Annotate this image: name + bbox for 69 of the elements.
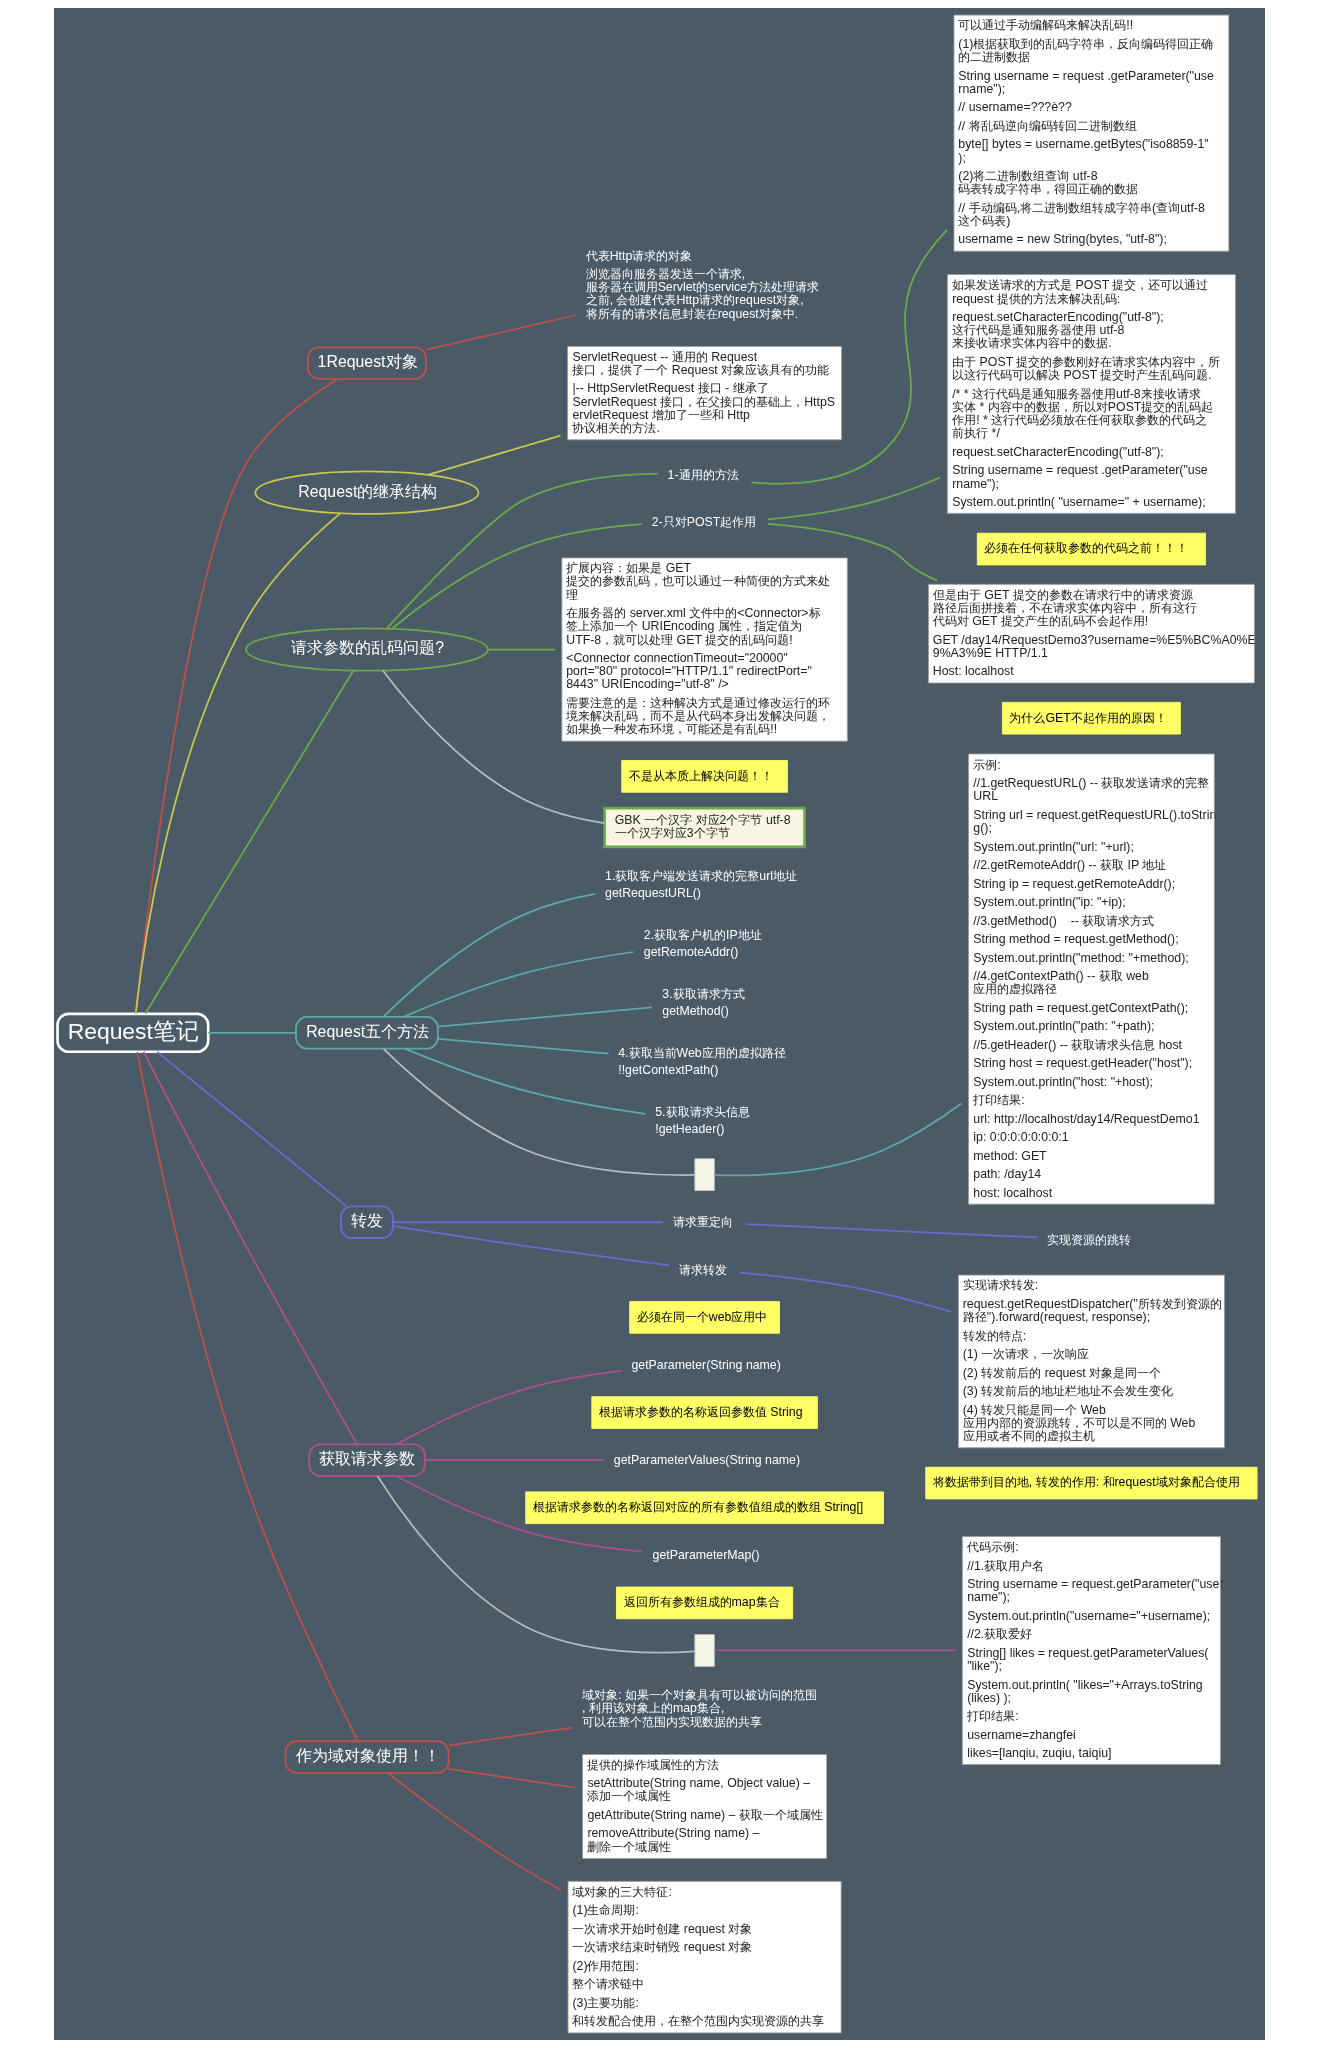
- connector: [376, 1475, 695, 1654]
- connector: [447, 1726, 573, 1747]
- connector: [426, 434, 561, 476]
- node-text: getParameterValues(String name): [613, 1452, 800, 1467]
- node-box: 作为域对象使用！！: [284, 1740, 449, 1774]
- connector: [423, 1459, 605, 1462]
- connector: [391, 1221, 664, 1224]
- connector: [134, 512, 341, 1015]
- connector: [385, 472, 658, 630]
- node-text: 2-只对POST起作用: [651, 515, 756, 530]
- connector: [155, 1051, 347, 1208]
- node-label: 为什么GET不起作用的原因！: [1008, 710, 1167, 725]
- node-text: 1-通用的方法: [667, 467, 739, 482]
- connector: [424, 314, 576, 351]
- node-text: getParameter(String name): [630, 1357, 781, 1372]
- connector: [382, 1048, 696, 1176]
- connector: [386, 1772, 562, 1891]
- connector: [436, 1038, 609, 1055]
- node-text: 5.获取请求头信息 !getHeader(): [654, 1104, 750, 1137]
- node-label: 返回所有参数组成的map集合: [623, 1595, 780, 1610]
- node-box: Request五个方法: [294, 1016, 439, 1050]
- connector: [766, 476, 941, 521]
- node-text: 4.获取当前Web应用的虚拟路径 !!getContextPath(): [617, 1045, 786, 1078]
- connector: [135, 1051, 359, 1743]
- node-text: 2.获取客户机的IP地址 getRemoteAddr(): [643, 927, 762, 960]
- node-label: 不是从本质上解决问题！！: [628, 768, 773, 783]
- connector: [206, 1031, 297, 1034]
- connector: [391, 1225, 670, 1267]
- connector: [436, 1006, 653, 1028]
- node-box: 获取请求参数: [307, 1443, 426, 1477]
- connector: [403, 1047, 646, 1115]
- node-ellipse: Request的继承结构: [254, 470, 479, 515]
- node-text: 请求转发: [678, 1262, 727, 1277]
- connector: [402, 951, 634, 1018]
- connector: [713, 1102, 962, 1177]
- node-box: [693, 1158, 715, 1191]
- connector: [713, 1649, 956, 1652]
- node-box: 1Request对象: [306, 346, 427, 380]
- node-text: getParameterMap(): [652, 1548, 759, 1563]
- node-box: 转发: [339, 1205, 394, 1239]
- connector: [744, 1223, 1038, 1239]
- node-label: 必须在同一个web应用中: [636, 1309, 767, 1324]
- node-label: 根据请求参数的名称返回对应的所有参数值组成的数组 String[]: [532, 1500, 863, 1514]
- node-box: Request笔记: [55, 1012, 209, 1054]
- connector: [381, 669, 605, 824]
- node-text: 1.获取客户端发送请求的完整url地址 getRequestURL(): [604, 868, 797, 901]
- node-box: GBK 一个汉字 对应2个字节 utf-8 一个汉字对应3个字节: [602, 806, 806, 849]
- connector: [766, 522, 938, 582]
- connector: [134, 378, 338, 1015]
- connector: [486, 648, 556, 651]
- node-text: 3.获取请求方式 getMethod(): [661, 986, 745, 1019]
- connector: [750, 229, 948, 485]
- connector: [143, 669, 354, 1015]
- node-text: 代表Http请求的对象 浏览器向服务器发送一个请求, 服务器在调用Servlet的service方法处理请求之前, 会创建代表Http请求的request对象, 将所有的请求信息封装在request对象中.: [585, 249, 819, 321]
- node-box: [693, 1634, 715, 1667]
- connector: [447, 1768, 576, 1789]
- node-label: 必须在任何获取参数的代码之前！！！: [983, 541, 1188, 556]
- connector: [394, 1370, 622, 1446]
- connector: [142, 1051, 358, 1445]
- node-label: 将数据带到目的地, 转发的作用: 和request域对象配合使用: [932, 1475, 1240, 1490]
- node-text: 请求重定向: [672, 1214, 733, 1229]
- connector: [390, 523, 642, 630]
- node-text: 域对象: 如果一个对象具有可以被访问的范围, 利用该对象上的map集合, 可以在整个范围内实现数据的共享: [581, 1688, 817, 1729]
- node-ellipse: 请求参数的乱码问题?: [244, 627, 489, 672]
- connector: [382, 893, 596, 1018]
- connector: [738, 1271, 952, 1313]
- node-label: 根据请求参数的名称返回参数值 String: [598, 1404, 802, 1419]
- connector: [394, 1475, 643, 1553]
- node-text: 实现资源的跳转: [1046, 1232, 1131, 1247]
